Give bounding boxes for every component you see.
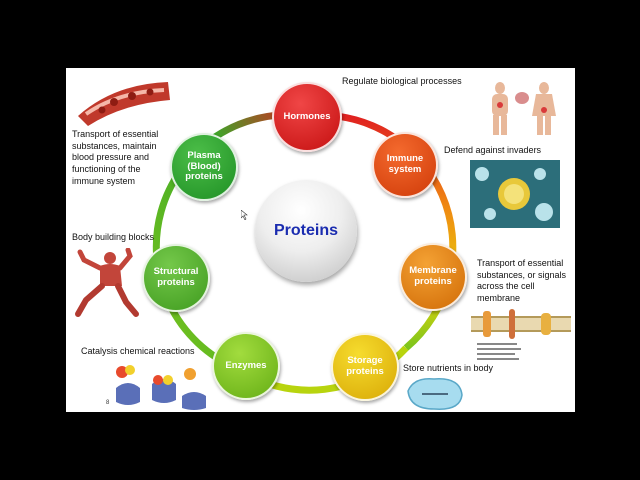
muscular-body-illustration	[75, 248, 139, 317]
note-catalysis: Catalysis chemical reactions	[81, 346, 195, 356]
immune-cell-illustration	[470, 160, 560, 228]
enzyme-illustration: 8	[106, 365, 206, 410]
note-regulate: Regulate biological processes	[342, 76, 462, 86]
storage-cell-illustration	[407, 378, 463, 410]
svg-text:8: 8	[106, 400, 110, 406]
node-storage-proteins: Storage proteins	[331, 333, 399, 401]
blood-vessel-illustration	[78, 82, 170, 126]
cell-membrane-illustration	[471, 309, 571, 360]
mouse-pointer-icon	[241, 210, 248, 220]
node-immune-system: Immune system	[372, 132, 438, 198]
node-enzymes: Enzymes	[212, 332, 280, 400]
note-transport-membrane: Transport of essential substances, or si…	[477, 258, 567, 304]
node-plasma-proteins: Plasma (Blood) proteins	[170, 133, 238, 201]
node-membrane-proteins: Membrane proteins	[399, 243, 467, 311]
note-building: Body building blocks	[72, 232, 155, 242]
node-hormones: Hormones	[272, 82, 342, 152]
note-transport-blood: Transport of essential substances, maint…	[72, 129, 159, 186]
note-defend: Defend against invaders	[444, 145, 542, 155]
human-body-hormones-illustration	[492, 82, 556, 135]
node-structural-proteins: Structural proteins	[142, 244, 210, 312]
center-proteins: Proteins	[255, 180, 357, 282]
note-store: Store nutrients in body	[403, 363, 494, 373]
slide: Hormones Immune system Membrane proteins…	[66, 68, 575, 412]
